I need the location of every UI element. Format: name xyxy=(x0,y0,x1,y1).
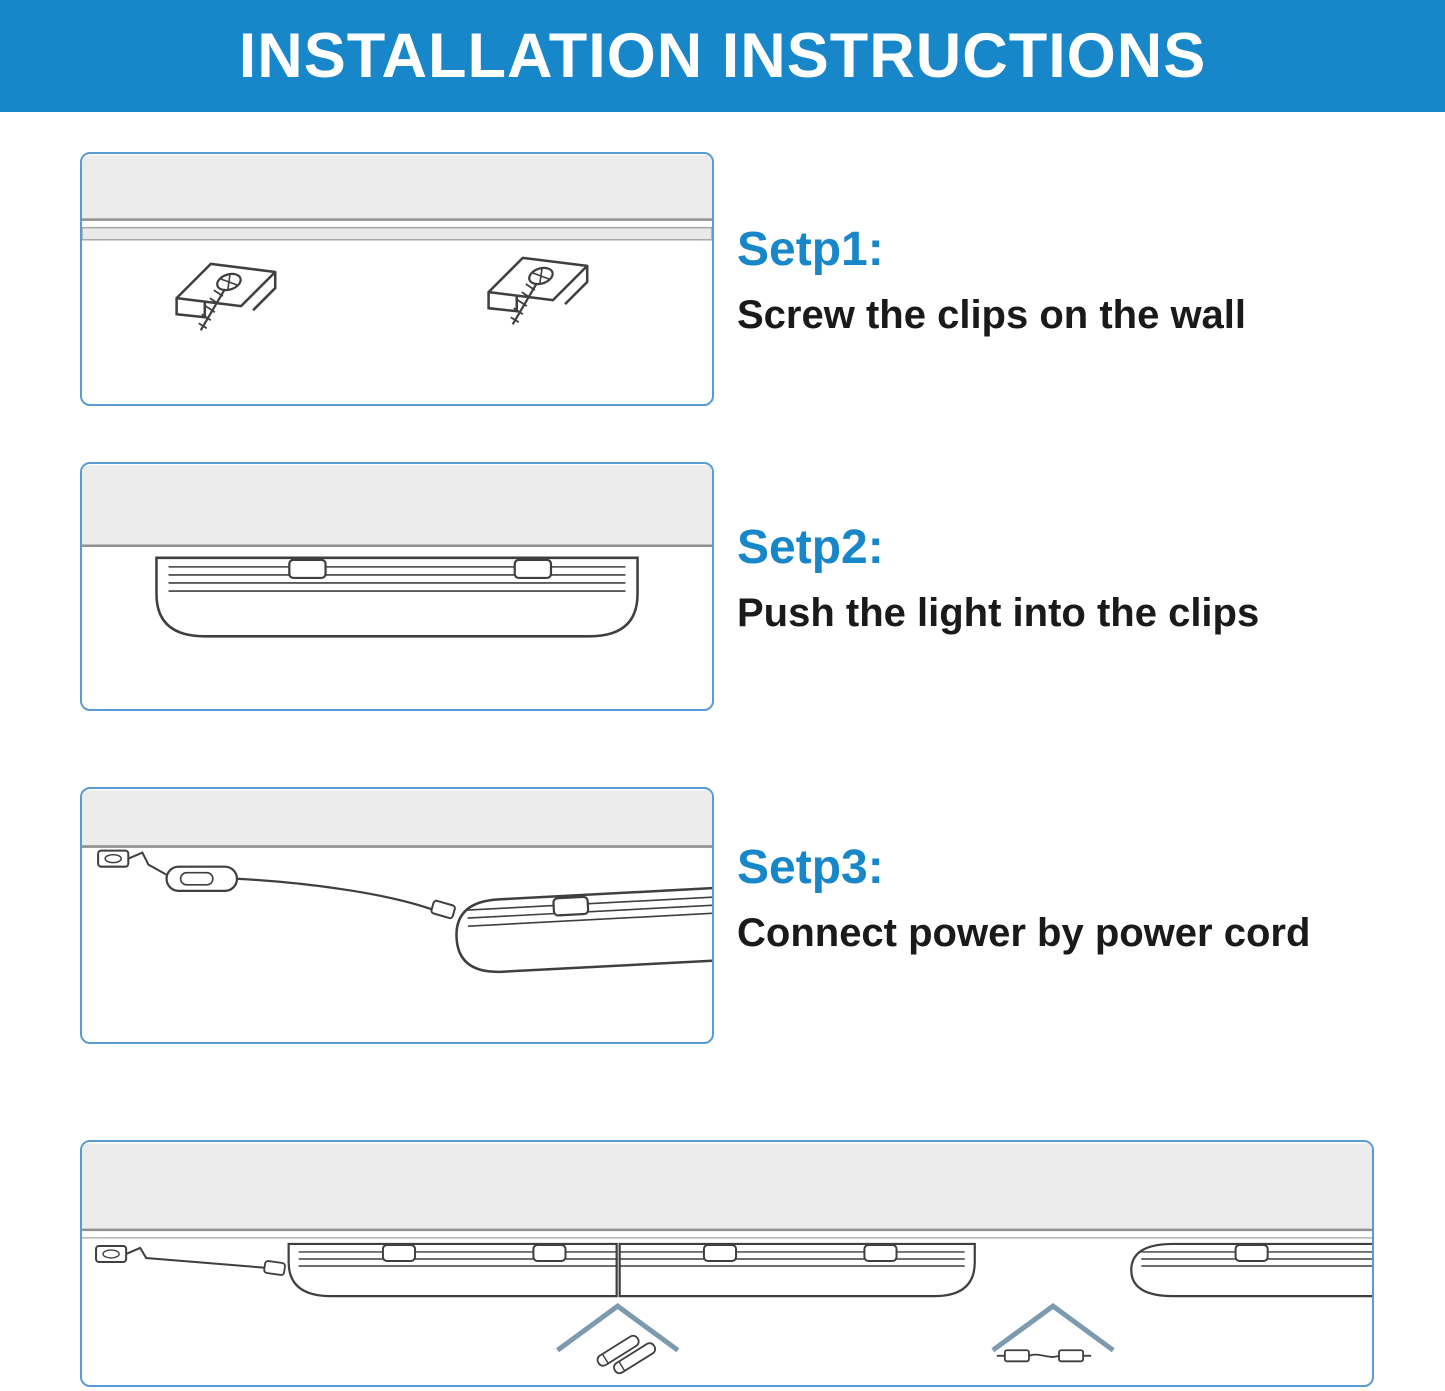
wall-band xyxy=(82,155,712,220)
light-fixture-3 xyxy=(1130,1242,1372,1298)
pin-connector-pair-icon xyxy=(596,1334,657,1375)
series-connection-panel xyxy=(80,1140,1374,1387)
inline-connector xyxy=(165,865,239,892)
cord-end-connector xyxy=(430,899,456,920)
cord-end-connector xyxy=(263,1260,286,1276)
step3-description: Connect power by power cord xyxy=(737,911,1311,955)
clip-tab xyxy=(552,895,590,917)
fixture-fins xyxy=(467,895,712,927)
step1-diagram-panel xyxy=(80,152,714,406)
step2-diagram-panel xyxy=(80,462,714,711)
clip-tab xyxy=(381,1243,417,1262)
clip-tab xyxy=(532,1243,567,1262)
step1-text: Setp1: Screw the clips on the wall xyxy=(737,222,1417,338)
light-fixture xyxy=(455,885,712,974)
step3-title: Setp3: xyxy=(737,841,884,894)
light-fixture xyxy=(155,556,639,638)
linked-lights-series-connection-diagram xyxy=(82,1143,1372,1375)
step2-title: Setp2: xyxy=(737,521,884,574)
chevron-callout-joint xyxy=(555,1303,680,1353)
step1-title: Setp1: xyxy=(737,223,884,276)
power-wire xyxy=(125,1246,269,1270)
step2-description: Push the light into the clips xyxy=(737,591,1260,635)
clip-tab xyxy=(702,1243,738,1262)
clips-screwed-on-wall-diagram xyxy=(82,155,712,332)
clip-tab xyxy=(863,1243,898,1262)
step3-text: Setp3: Connect power by power cord xyxy=(737,840,1417,956)
step2-text: Setp2: Push the light into the clips xyxy=(737,520,1417,636)
wall-band xyxy=(82,1143,1372,1230)
power-wire xyxy=(127,851,168,876)
extension-cable-connector-icon xyxy=(996,1349,1092,1363)
page-title: INSTALLATION INSTRUCTIONS xyxy=(238,21,1207,91)
chevron-callout-gap xyxy=(991,1303,1115,1353)
mounting-clip-with-screw-icon xyxy=(487,256,589,326)
light-pushed-into-clips-diagram xyxy=(82,465,712,638)
power-plug xyxy=(95,1244,128,1263)
light-fixture-2 xyxy=(618,1242,976,1298)
power-cord xyxy=(236,877,437,913)
wall-band xyxy=(82,790,712,847)
light-fixture-1 xyxy=(287,1242,618,1298)
clip-tab xyxy=(513,558,553,580)
clip-tab xyxy=(1234,1243,1269,1262)
wall-band xyxy=(82,465,712,546)
power-plug xyxy=(97,849,130,868)
wall-edge-strip xyxy=(82,226,712,241)
clip-tab xyxy=(288,558,327,580)
mounting-clip-with-screw-icon xyxy=(175,262,277,332)
power-cord-connection-diagram xyxy=(82,790,712,974)
step1-description: Screw the clips on the wall xyxy=(737,293,1247,337)
step3-diagram-panel xyxy=(80,787,714,1044)
header-bar: INSTALLATION INSTRUCTIONS xyxy=(0,0,1445,112)
